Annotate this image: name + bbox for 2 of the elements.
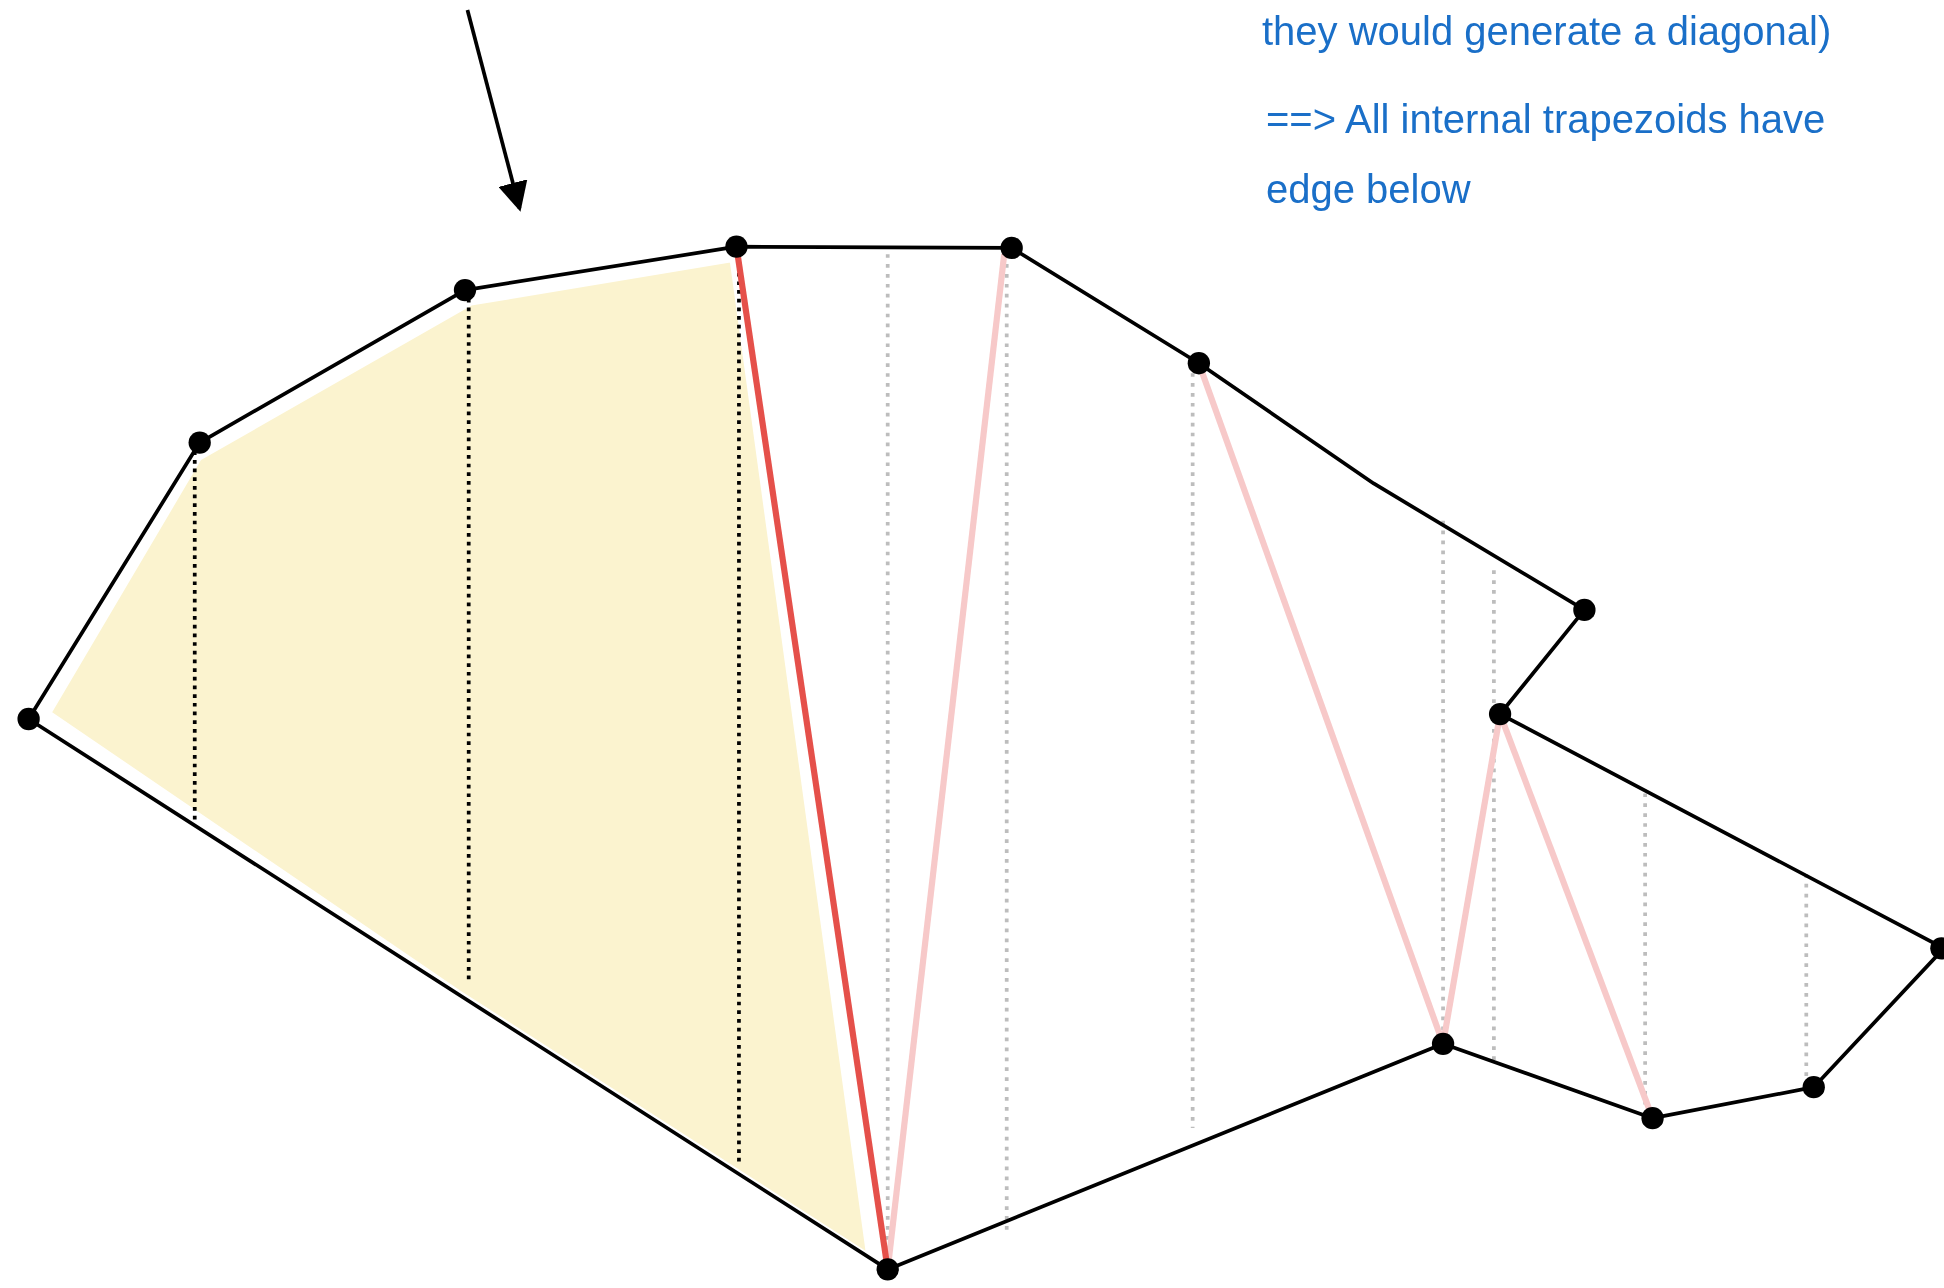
note-text: ==> All internal trapezoids have edge below	[1266, 96, 1827, 213]
note-text: they would generate a diagonal)	[1262, 8, 1833, 55]
